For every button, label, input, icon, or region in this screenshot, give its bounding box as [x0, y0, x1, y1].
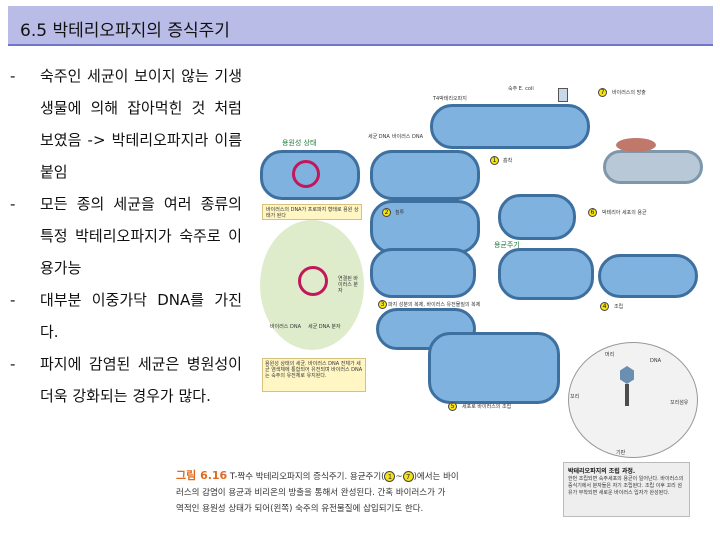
phage-cycle-figure: 숙주 E. coli T4박테리오파지 7 바이러스의 방출 용원성 상태 세균… [258, 70, 714, 530]
caption-line-2: 러스의 감염이 용균과 비리온의 방출을 통해서 완성된다. 간혹 바이러스가 … [176, 488, 446, 498]
step-label: 세포로 바이러스의 조립 [462, 404, 512, 410]
step-badge: 1 [490, 156, 499, 165]
step-badge: 4 [600, 302, 609, 311]
step-badge: 6 [588, 208, 597, 217]
step-label: 침투 [395, 210, 405, 216]
bullet-text: 모든 종의 세균을 여러 종류의 특정 박테리오파지가 숙주로 이용가능 [40, 195, 242, 277]
note-title: 박테리오파지의 조립 과정. [568, 468, 636, 475]
bullet-item: - 숙주인 세균이 보이지 않는 기생생물에 의해 잡아먹힌 것 처럼 보였음 -… [10, 60, 242, 188]
step-badge: 2 [382, 208, 391, 217]
lysogenic-note-top: 바이러스의 DNA가 프로파지 형태로 용원 상태가 된다 [266, 207, 359, 219]
caption-text: T-짝수 박테리오파지의 증식주기. 용균주기( [229, 472, 385, 482]
bullet-list: - 숙주인 세균이 보이지 않는 기생생물에 의해 잡아먹힌 것 처럼 보였음 -… [10, 60, 242, 412]
step-label: 바이러스의 방출 [612, 90, 646, 96]
bullet-text: 숙주인 세균이 보이지 않는 기생생물에 의해 잡아먹힌 것 처럼 보였음 ->… [40, 67, 242, 181]
viral-dna-ring [292, 160, 320, 188]
caption-step-badge: 1 [384, 471, 396, 482]
bullet-item: - 파지에 감염된 세균은 병원성이 더욱 강화되는 경우가 많다. [10, 348, 242, 412]
cell-debris [616, 138, 656, 152]
figure-number: 그림 6.16 [176, 469, 228, 482]
lysogenic-note-bottom: 용원성 상태의 세균. 바이러스 DNA 전체가 세균 염색체에 통합되어 유전… [265, 361, 363, 379]
lysogenic-label: 용원성 상태 [282, 139, 317, 147]
phage-structure-inset [568, 342, 698, 458]
phage-head-icon [620, 366, 634, 384]
bullet-item: - 대부분 이중가닥 DNA를 가진다. [10, 284, 242, 348]
host-cell [428, 332, 560, 404]
ring-label: 세균 DNA 분자 [308, 324, 341, 330]
host-cell [498, 194, 576, 240]
phage-tail-icon [625, 384, 629, 406]
step-label: 파지 성분의 복제, 바이러스 유전물질의 복제 [388, 302, 481, 308]
note-box [262, 204, 362, 220]
step-badge: 3 [378, 300, 387, 309]
assembly-note: 박테리오파지의 조립 과정. 한번 조립되면 숙주세포의 용균이 일어난다. 바… [563, 462, 690, 517]
note-box [262, 358, 366, 392]
bullet-text: 파지에 감염된 세균은 병원성이 더욱 강화되는 경우가 많다. [40, 355, 242, 405]
lytic-label: 용균주기 [494, 241, 520, 249]
inset-label: 꼬리섬유 [670, 400, 689, 406]
figure-caption: 그림 6.16 T-짝수 박테리오파지의 증식주기. 용균주기(1~7)에서는 … [176, 468, 524, 517]
step-label: 박테리아 세포의 용균 [602, 210, 647, 216]
bullet-text: 대부분 이중가닥 DNA를 가진다. [40, 291, 242, 341]
bullet-dash: - [10, 291, 16, 309]
step-badge: 7 [598, 88, 607, 97]
phage-label: T4박테리오파지 [433, 96, 467, 102]
viral-dna-label: 바이러스 DNA [392, 134, 424, 140]
host-cell [430, 104, 590, 149]
host-cell [260, 150, 360, 200]
host-cell [370, 150, 480, 200]
bullet-dash: - [10, 195, 16, 213]
inset-label: 머리 [605, 352, 615, 358]
host-cell [598, 254, 698, 298]
caption-text: ~ [395, 472, 403, 482]
ring-label: 바이러스 DNA [270, 324, 302, 330]
page-title: 6.5 박테리오파지의 증식주기 [20, 21, 230, 41]
host-cell [498, 248, 594, 300]
inset-label: 기판 [616, 450, 626, 456]
caption-step-badge: 7 [402, 471, 414, 482]
ring-label: 연결된 바이러스 분자 [338, 276, 358, 294]
step-label: 조립 [614, 304, 624, 310]
bullet-dash: - [10, 67, 16, 85]
caption-text: )에서는 바이 [413, 472, 459, 482]
inset-label: 꼬리 [570, 394, 580, 400]
bullet-dash: - [10, 355, 16, 373]
host-cell [370, 248, 476, 298]
lysed-cell [603, 150, 703, 184]
title-bar: 6.5 박테리오파지의 증식주기 [8, 6, 713, 46]
note-body: 한번 조립되면 숙주세포의 용균이 일어난다. 바이러스의 증식기에서 분자들은… [568, 476, 684, 496]
viral-dna-ring [298, 266, 328, 296]
step-label: 흡착 [503, 158, 513, 164]
caption-line-3: 역적인 용원성 상태가 되어(왼쪽) 숙주의 유전물질에 삽입되기도 한다. [176, 504, 424, 514]
phage-icon [558, 88, 568, 102]
caption-line-1: 그림 6.16 T-짝수 박테리오파지의 증식주기. 용균주기(1~7)에서는 … [176, 468, 524, 485]
bacterial-dna-label: 세균 DNA [368, 134, 390, 140]
step-badge: 5 [448, 402, 457, 411]
inset-label: DNA [650, 358, 662, 364]
bullet-item: - 모든 종의 세균을 여러 종류의 특정 박테리오파지가 숙주로 이용가능 [10, 188, 242, 284]
host-label: 숙주 E. coli [508, 86, 534, 92]
